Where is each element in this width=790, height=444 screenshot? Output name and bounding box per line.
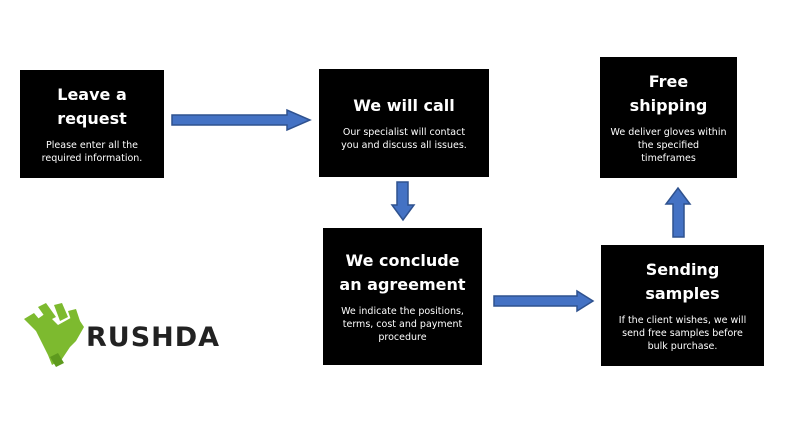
arrow-right-2 (493, 289, 595, 313)
step-title: Sending samples (645, 260, 720, 303)
step-free-shipping: Free shipping We deliver gloves within t… (600, 57, 737, 178)
glove-icon (24, 303, 84, 367)
step-title: We will call (353, 96, 455, 115)
arrow-down-1 (390, 181, 416, 222)
step-description: If the client wishes, we will send free … (618, 315, 747, 352)
rushda-logo (24, 303, 84, 367)
step-title: We conclude an agreement (339, 251, 466, 294)
logo-text: RUSHDA (86, 322, 221, 353)
arrow-up-1 (664, 186, 692, 238)
step-description: Please enter all the required informatio… (41, 140, 143, 164)
step-title: Leave a request (57, 85, 127, 128)
step-we-will-call: We will call Our specialist will contact… (319, 69, 489, 177)
step-description: We indicate the positions, terms, cost a… (341, 306, 464, 343)
step-sending-samples: Sending samples If the client wishes, we… (601, 245, 764, 366)
arrow-right-1 (171, 108, 312, 132)
step-leave-request: Leave a request Please enter all the req… (20, 70, 164, 178)
step-description: We deliver gloves within the specified t… (610, 127, 727, 164)
step-conclude-agreement: We conclude an agreement We indicate the… (323, 228, 482, 365)
step-description: Our specialist will contact you and disc… (341, 127, 467, 151)
step-title: Free shipping (629, 72, 708, 115)
